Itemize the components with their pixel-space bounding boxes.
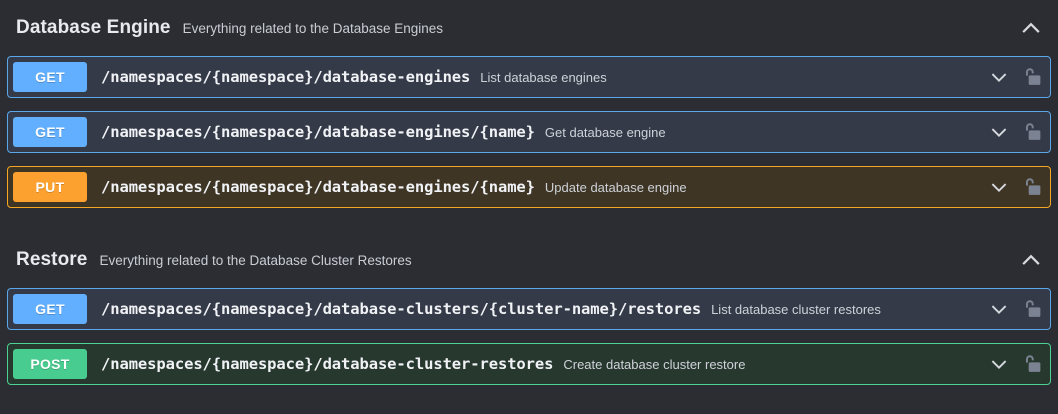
operation-list: GET/namespaces/{namespace}/database-clus… bbox=[0, 288, 1058, 385]
operation-expand-toggle[interactable] bbox=[988, 298, 1024, 320]
tag-section: Database Engine Everything related to the… bbox=[0, 0, 1058, 208]
endpoint-summary: Create database cluster restore bbox=[563, 356, 746, 372]
endpoint-summary: List database engines bbox=[480, 69, 607, 85]
tag-collapse-toggle[interactable] bbox=[1018, 15, 1044, 41]
operation-row[interactable]: POST/namespaces/{namespace}/database-clu… bbox=[7, 343, 1051, 385]
chevron-down-icon bbox=[991, 128, 1007, 137]
operation-row[interactable]: GET/namespaces/{namespace}/database-clus… bbox=[7, 288, 1051, 330]
http-method-badge: GET bbox=[13, 62, 87, 92]
unlocked-padlock-icon[interactable] bbox=[1024, 121, 1042, 143]
operation-expand-toggle[interactable] bbox=[988, 176, 1024, 198]
endpoint-summary: List database cluster restores bbox=[711, 301, 881, 317]
unlocked-padlock-icon[interactable] bbox=[1024, 353, 1042, 375]
endpoint-path: /namespaces/{namespace}/database-engines… bbox=[101, 123, 535, 141]
tag-description: Everything related to the Database Engin… bbox=[182, 20, 444, 36]
operation-expand-toggle[interactable] bbox=[988, 66, 1024, 88]
chevron-up-icon bbox=[1022, 22, 1040, 33]
operation-expand-toggle[interactable] bbox=[988, 353, 1024, 375]
operation-row[interactable]: GET/namespaces/{namespace}/database-engi… bbox=[7, 56, 1051, 98]
endpoint-summary: Update database engine bbox=[544, 179, 687, 195]
section-divider bbox=[0, 221, 1058, 232]
operation-expand-toggle[interactable] bbox=[988, 121, 1024, 143]
endpoint-path: /namespaces/{namespace}/database-engines bbox=[101, 68, 471, 86]
chevron-down-icon bbox=[991, 183, 1007, 192]
http-method-badge: GET bbox=[13, 117, 87, 147]
tag-section: Restore Everything related to the Databas… bbox=[0, 232, 1058, 385]
tag-title: Restore bbox=[16, 249, 88, 270]
tag-header-database-engine[interactable]: Database Engine Everything related to the… bbox=[0, 0, 1058, 56]
chevron-down-icon bbox=[991, 360, 1007, 369]
operation-row[interactable]: PUT/namespaces/{namespace}/database-engi… bbox=[7, 166, 1051, 208]
operation-row[interactable]: GET/namespaces/{namespace}/database-engi… bbox=[7, 111, 1051, 153]
chevron-down-icon bbox=[991, 305, 1007, 314]
endpoint-summary: Get database engine bbox=[544, 124, 666, 140]
operation-list: GET/namespaces/{namespace}/database-engi… bbox=[0, 56, 1058, 208]
tag-title: Database Engine bbox=[16, 17, 171, 38]
unlocked-padlock-icon[interactable] bbox=[1024, 176, 1042, 198]
http-method-badge: POST bbox=[13, 349, 87, 379]
endpoint-path: /namespaces/{namespace}/database-cluster… bbox=[101, 300, 702, 318]
tag-collapse-toggle[interactable] bbox=[1018, 247, 1044, 273]
endpoint-path: /namespaces/{namespace}/database-engines… bbox=[101, 178, 535, 196]
http-method-badge: PUT bbox=[13, 172, 87, 202]
http-method-badge: GET bbox=[13, 294, 87, 324]
chevron-up-icon bbox=[1022, 254, 1040, 265]
endpoint-path: /namespaces/{namespace}/database-cluster… bbox=[101, 355, 554, 373]
tag-description: Everything related to the Database Clust… bbox=[99, 252, 412, 268]
unlocked-padlock-icon[interactable] bbox=[1024, 298, 1042, 320]
chevron-down-icon bbox=[991, 73, 1007, 82]
tag-header-restore[interactable]: Restore Everything related to the Databas… bbox=[0, 232, 1058, 288]
unlocked-padlock-icon[interactable] bbox=[1024, 66, 1042, 88]
